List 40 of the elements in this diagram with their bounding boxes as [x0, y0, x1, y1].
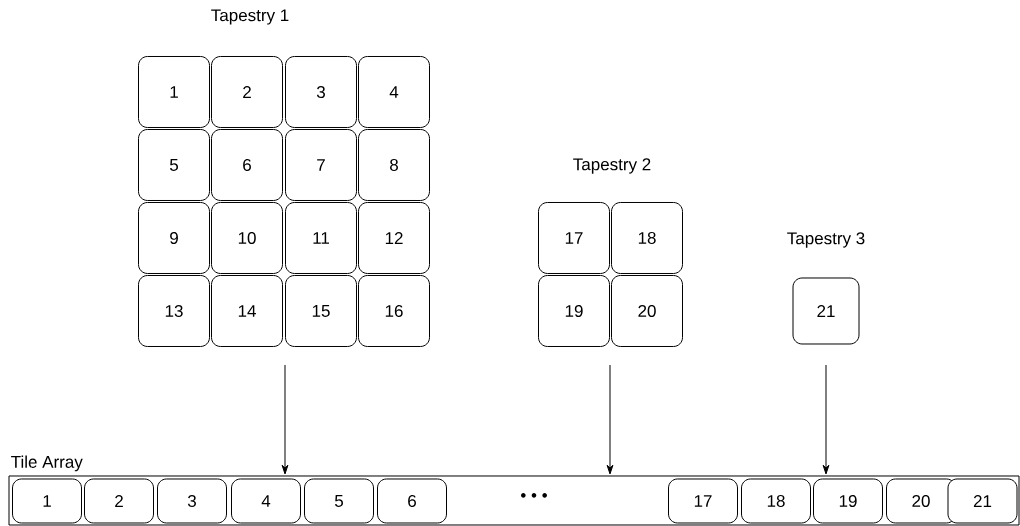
- tile-box: 6: [211, 129, 283, 201]
- tile-box: 18: [611, 202, 683, 274]
- tile-box: 9: [138, 202, 210, 274]
- tile-box: 2: [211, 56, 283, 128]
- tile-box: 13: [138, 275, 210, 347]
- tile-box: 16: [358, 275, 430, 347]
- tile-box: 19: [813, 478, 883, 524]
- tile-box: 19: [538, 275, 610, 347]
- tile-box: 11: [285, 202, 357, 274]
- tapestry-title: Tapestry 2: [573, 158, 651, 174]
- tile-box: 4: [358, 56, 430, 128]
- arrow: [281, 364, 289, 475]
- tile-array: [8, 455, 1020, 526]
- tile-box: 2: [84, 478, 154, 524]
- arrow: [822, 364, 830, 475]
- tile-box: 1: [138, 56, 210, 128]
- tile-box: 5: [304, 478, 374, 524]
- ellipsis: • • •: [521, 493, 547, 498]
- tile-box: 12: [358, 202, 430, 274]
- tile-box: 5: [138, 129, 210, 201]
- tile-box: 21: [947, 478, 1018, 524]
- tile-box: 17: [668, 478, 738, 524]
- tile-box: 20: [611, 275, 683, 347]
- tile-box: 1: [12, 478, 82, 524]
- tapestry-title: Tapestry 1: [211, 9, 289, 25]
- tile-box: 6: [377, 478, 447, 524]
- tile-box: 3: [285, 56, 357, 128]
- tile-box: 4: [231, 478, 301, 524]
- tile-box: 8: [358, 129, 430, 201]
- tile-box: 10: [211, 202, 283, 274]
- arrow: [606, 364, 614, 475]
- tile-box: 15: [285, 275, 357, 347]
- tile-box: 17: [538, 202, 610, 274]
- tile-box: 7: [285, 129, 357, 201]
- tapestry-title: Tapestry 3: [787, 232, 865, 248]
- tile-box: 21: [792, 277, 860, 345]
- tile-box: 14: [211, 275, 283, 347]
- tile-box: 3: [157, 478, 227, 524]
- array-title: Tile Array: [11, 455, 83, 472]
- tile-box: 18: [741, 478, 811, 524]
